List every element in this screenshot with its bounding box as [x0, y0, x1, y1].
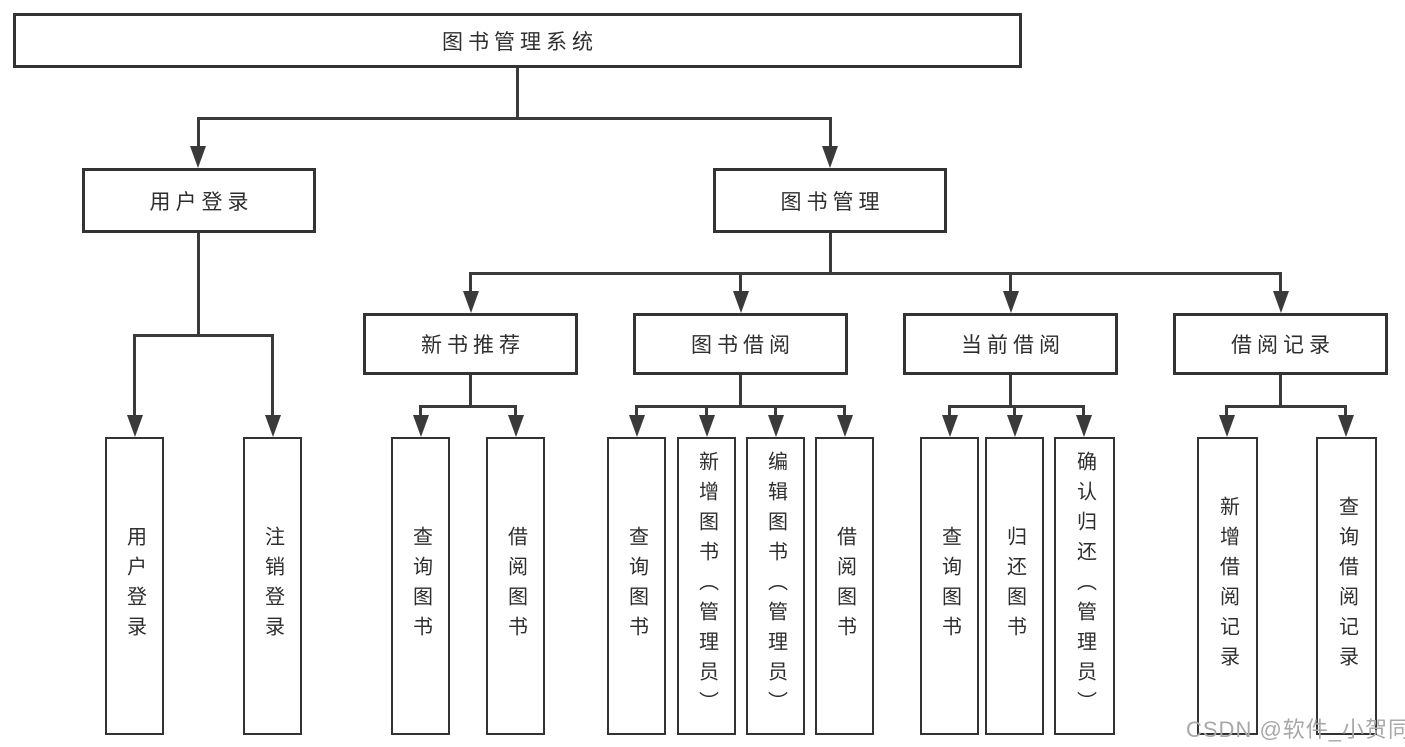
connector-sec3-stem: [1279, 375, 1282, 408]
node-leaf-user-login-label: 用户登录: [123, 526, 146, 646]
node-new-book-recommend-label: 新书推荐: [421, 334, 525, 357]
connector-sec1-bar: [635, 405, 846, 408]
connector-root-to-manage: [828, 117, 832, 148]
node-leaf-logout: 注销登录: [243, 437, 302, 735]
connector-sec1-to-leaf4: [843, 405, 846, 418]
arrowhead-sec1-leaf4: [836, 415, 853, 437]
connector-login-to-leaf2: [271, 334, 274, 417]
connector-login-bar: [133, 334, 274, 337]
node-leaf-confirm-return-admin-label: 确认归还（管理员）: [1073, 451, 1096, 721]
node-leaf-edit-books-admin-label: 编辑图书（管理员）: [764, 451, 787, 721]
arrowhead-sec0-leaf2: [507, 415, 524, 437]
node-leaf-edit-books-admin: 编辑图书（管理员）: [746, 437, 805, 735]
connector-sec0-stem: [469, 375, 472, 408]
arrowhead-sec0: [462, 291, 479, 313]
connector-sec0-bar: [419, 405, 517, 408]
connector-manage-to-sec3: [1279, 272, 1282, 294]
connector-sec1-to-leaf2: [705, 405, 708, 418]
connector-login-stem: [196, 233, 200, 337]
connector-sec2-stem: [1009, 375, 1012, 408]
node-leaf-query-books-1-label: 查询图书: [409, 526, 432, 646]
node-leaf-borrow-books-2: 借阅图书: [815, 437, 874, 735]
node-book-management: 图书管理: [713, 168, 947, 233]
arrowhead-sec3: [1272, 291, 1289, 313]
connector-sec1-to-leaf3: [774, 405, 777, 418]
node-leaf-borrow-books-1: 借阅图书: [486, 437, 545, 735]
node-leaf-return-books: 归还图书: [985, 437, 1044, 735]
connector-sec2-to-leaf3: [1082, 405, 1085, 418]
node-borrow-record: 借阅记录: [1173, 313, 1388, 375]
node-root: 图书管理系统: [13, 13, 1022, 68]
node-book-borrow-label: 图书借阅: [691, 334, 795, 357]
node-leaf-logout-label: 注销登录: [261, 526, 284, 646]
node-leaf-query-books-2-label: 查询图书: [625, 526, 648, 646]
connector-root-bar: [196, 117, 832, 120]
connector-sec2-to-leaf2: [1013, 405, 1016, 418]
connector-manage-to-sec1: [739, 272, 742, 294]
node-leaf-query-books-3-label: 查询图书: [938, 526, 961, 646]
node-leaf-add-borrow-record-label: 新增借阅记录: [1216, 496, 1239, 676]
connector-sec2-to-leaf1: [948, 405, 951, 418]
arrowhead-sec2-leaf1: [941, 415, 958, 437]
arrowhead-sec2-leaf2: [1006, 415, 1023, 437]
arrowhead-sec2-leaf3: [1075, 415, 1092, 437]
node-leaf-return-books-label: 归还图书: [1003, 526, 1026, 646]
watermark-text: CSDN @软件_小贺同学: [1186, 717, 1405, 742]
arrowhead-to-manage: [822, 146, 838, 168]
connector-sec0-to-leaf1: [419, 405, 422, 418]
node-leaf-query-books-3: 查询图书: [920, 437, 979, 735]
connector-root-stem: [515, 68, 519, 119]
arrowhead-sec0-leaf1: [412, 415, 429, 437]
arrowhead-sec3-leaf2: [1337, 415, 1354, 437]
node-leaf-confirm-return-admin: 确认归还（管理员）: [1054, 437, 1115, 735]
connector-sec3-bar: [1225, 405, 1347, 408]
node-current-borrow-label: 当前借阅: [961, 334, 1065, 357]
node-book-borrow: 图书借阅: [633, 313, 848, 375]
node-leaf-query-books-2: 查询图书: [607, 437, 666, 735]
node-leaf-add-books-admin-label: 新增图书（管理员）: [695, 451, 718, 721]
node-leaf-query-books-1: 查询图书: [391, 437, 450, 735]
node-user-login: 用户登录: [82, 168, 316, 233]
arrowhead-sec1-leaf3: [767, 415, 784, 437]
connector-sec1-stem: [739, 375, 742, 408]
arrowhead-to-login: [190, 146, 206, 168]
arrowhead-sec1: [732, 291, 749, 313]
arrowhead-login-leaf1: [126, 415, 143, 437]
connector-login-to-leaf1: [133, 334, 136, 417]
node-leaf-add-books-admin: 新增图书（管理员）: [677, 437, 736, 735]
arrowhead-sec3-leaf1: [1218, 415, 1235, 437]
node-leaf-query-borrow-record-label: 查询借阅记录: [1335, 496, 1358, 676]
node-new-book-recommend: 新书推荐: [363, 313, 578, 375]
node-leaf-borrow-books-1-label: 借阅图书: [504, 526, 527, 646]
node-borrow-record-label: 借阅记录: [1231, 334, 1335, 357]
node-book-management-label: 图书管理: [780, 190, 885, 214]
arrowhead-sec1-leaf1: [628, 415, 645, 437]
arrowhead-login-leaf2: [264, 415, 281, 437]
connector-manage-stem: [828, 233, 832, 275]
node-user-login-label: 用户登录: [149, 190, 254, 214]
connector-sec0-to-leaf2: [514, 405, 517, 418]
connector-sec2-bar: [948, 405, 1085, 408]
arrowhead-sec1-leaf2: [698, 415, 715, 437]
connector-root-to-login: [196, 117, 200, 148]
node-current-borrow: 当前借阅: [903, 313, 1118, 375]
node-leaf-borrow-books-2-label: 借阅图书: [833, 526, 856, 646]
node-leaf-add-borrow-record: 新增借阅记录: [1197, 437, 1258, 735]
connector-sec3-to-leaf2: [1344, 405, 1347, 418]
node-root-label: 图书管理系统: [442, 30, 598, 54]
connector-manage-to-sec2: [1009, 272, 1012, 294]
connector-sec1-to-leaf1: [635, 405, 638, 418]
arrowhead-sec2: [1002, 291, 1019, 313]
connector-sec3-to-leaf1: [1225, 405, 1228, 418]
node-leaf-user-login: 用户登录: [105, 437, 164, 735]
connector-manage-to-sec0: [469, 272, 472, 294]
node-leaf-query-borrow-record: 查询借阅记录: [1316, 437, 1377, 735]
connector-manage-bar: [469, 272, 1282, 275]
